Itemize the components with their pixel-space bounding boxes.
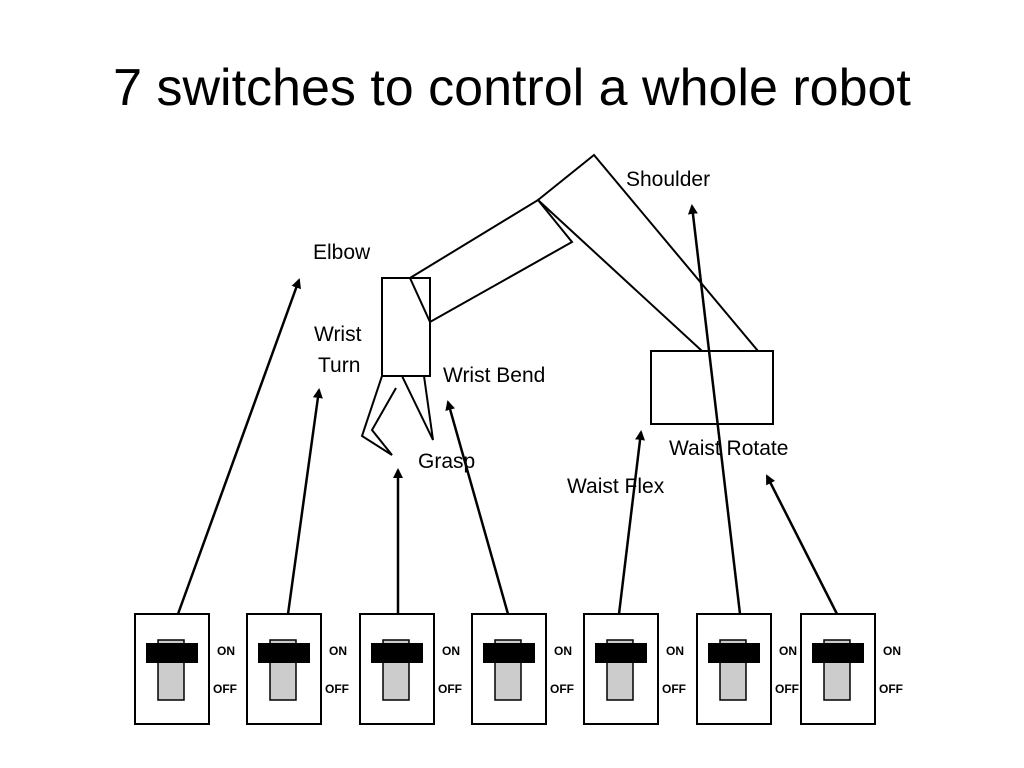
label-waist-flex: Waist Flex bbox=[567, 475, 665, 498]
gripper-right-finger bbox=[401, 375, 434, 441]
switch-grasp[interactable]: ON OFF bbox=[359, 613, 462, 725]
gripper-left-finger bbox=[360, 375, 397, 456]
arrow-elbow bbox=[176, 278, 301, 615]
label-waist-rotate: Waist Rotate bbox=[669, 437, 788, 460]
switch-toggle[interactable] bbox=[146, 643, 198, 663]
robot-arm bbox=[360, 153, 774, 456]
switch-on-label: ON bbox=[329, 644, 347, 658]
switch-on-label: ON bbox=[217, 644, 235, 658]
switch-off-label: OFF bbox=[550, 682, 574, 696]
switch-toggle[interactable] bbox=[258, 643, 310, 663]
switch-off-label: OFF bbox=[213, 682, 237, 696]
switch-shoulder[interactable]: ON OFF bbox=[696, 613, 799, 725]
switch-toggle[interactable] bbox=[483, 643, 535, 663]
label-elbow: Elbow bbox=[313, 241, 371, 264]
switch-on-label: ON bbox=[666, 644, 684, 658]
switch-housing bbox=[471, 613, 547, 725]
wrist-block bbox=[381, 277, 431, 377]
switch-off-label: OFF bbox=[879, 682, 903, 696]
arrow-wrist-bend bbox=[445, 400, 510, 615]
label-wrist-turn-line1: Wrist bbox=[314, 323, 362, 346]
switch-on-label: ON bbox=[442, 644, 460, 658]
arrow-waist-rotate bbox=[765, 474, 839, 615]
switch-toggle[interactable] bbox=[371, 643, 423, 663]
switch-wrist-bend[interactable]: ON OFF bbox=[471, 613, 574, 725]
switch-toggle[interactable] bbox=[595, 643, 647, 663]
label-wrist-bend: Wrist Bend bbox=[443, 364, 545, 387]
switch-off-label: OFF bbox=[775, 682, 799, 696]
switch-toggle[interactable] bbox=[708, 643, 760, 663]
label-grasp: Grasp bbox=[418, 450, 475, 473]
switch-waist-flex[interactable]: ON OFF bbox=[583, 613, 686, 725]
switch-on-label: ON bbox=[883, 644, 901, 658]
switch-on-label: ON bbox=[554, 644, 572, 658]
switch-wrist-turn[interactable]: ON OFF bbox=[246, 613, 349, 725]
label-shoulder: Shoulder bbox=[626, 168, 710, 191]
switch-off-label: OFF bbox=[325, 682, 349, 696]
forearm bbox=[408, 198, 574, 324]
switch-elbow[interactable]: ON OFF bbox=[134, 613, 237, 725]
arrow-waist-flex bbox=[617, 430, 646, 615]
arrow-wrist-turn bbox=[286, 388, 323, 615]
switch-on-label: ON bbox=[779, 644, 797, 658]
control-arrows bbox=[176, 204, 839, 615]
switch-panel-row: ON OFF ON OFF ON OFF ON OFF ON OFF ON OFF ON OFF bbox=[134, 613, 903, 725]
waist-block bbox=[650, 350, 774, 425]
switch-toggle[interactable] bbox=[812, 643, 864, 663]
switch-waist-rotate[interactable]: ON OFF bbox=[800, 613, 903, 725]
label-wrist-turn-line2: Turn bbox=[318, 354, 360, 377]
arrow-shoulder bbox=[687, 204, 742, 615]
slide-title: 7 switches to control a whole robot bbox=[113, 59, 911, 117]
switch-off-label: OFF bbox=[438, 682, 462, 696]
switch-off-label: OFF bbox=[662, 682, 686, 696]
